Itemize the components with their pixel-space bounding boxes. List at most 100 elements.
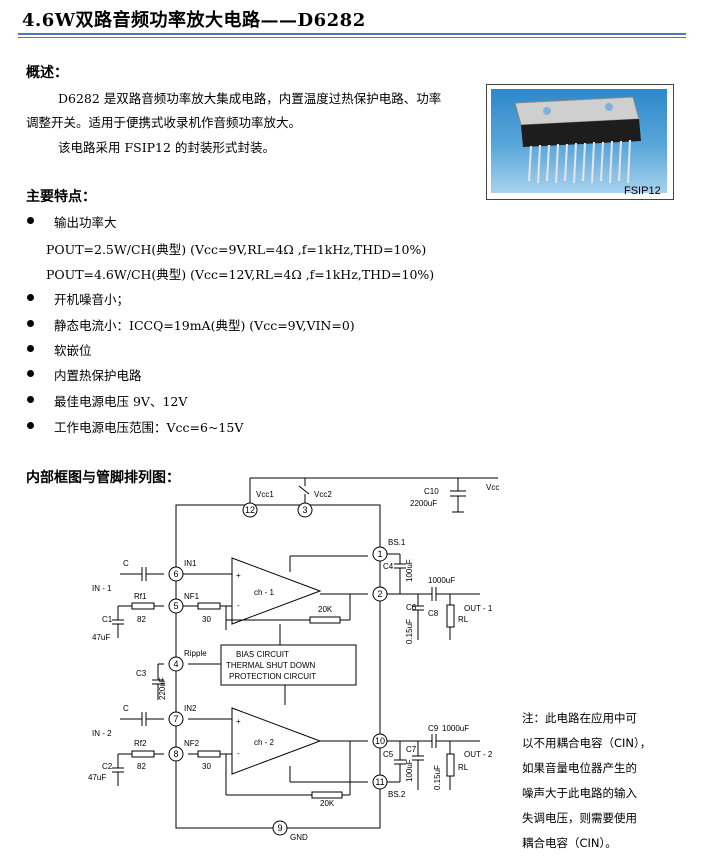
- label-ripple: Ripple: [184, 649, 207, 658]
- label-c-1000: 1000uF: [442, 724, 469, 733]
- label-cin: C: [123, 704, 129, 713]
- label-thermal: THERMAL SHUT DOWN: [226, 661, 316, 670]
- label-plus: +: [236, 717, 241, 726]
- label-c1-value: 47uF: [92, 633, 110, 642]
- title-divider: [18, 33, 686, 35]
- package-photo: [486, 84, 674, 200]
- label-r30: 30: [202, 762, 211, 771]
- label-c1: C1: [102, 615, 113, 624]
- pin-12: 12: [245, 505, 255, 515]
- feature-item: 输出功率大: [54, 215, 117, 230]
- feature-item-text: POUT=2.5W/CH(典型) (Vcc=9V,RL=4Ω ,f=1kHz,T…: [46, 242, 427, 257]
- label-c10: C10: [424, 487, 439, 496]
- bullet: [27, 217, 34, 224]
- label-bs2: BS.2: [388, 790, 406, 799]
- feature-item: POUT=2.5W/CH(典型) (Vcc=9V,RL=4Ω ,f=1kHz,T…: [46, 239, 426, 258]
- pin-9: 9: [277, 823, 282, 833]
- label-r82: 82: [137, 615, 146, 624]
- bullet: [27, 422, 34, 429]
- label-in2: IN2: [184, 704, 197, 713]
- label-rl: RL: [458, 763, 469, 772]
- label-nf1: NF1: [184, 592, 200, 601]
- label-c-1000: 1000uF: [428, 576, 455, 585]
- feature-item: 最佳电源电压 9V、12V: [54, 394, 188, 409]
- pin-8: 8: [173, 749, 178, 759]
- feature-item: 开机噪音小；: [54, 292, 130, 307]
- label-c5: C5: [383, 750, 394, 759]
- label-in2-external: IN - 2: [92, 729, 112, 738]
- pin-3: 3: [302, 505, 307, 515]
- package-label: FSIP12: [624, 185, 661, 197]
- label-c6-value: 0.15uF: [405, 619, 414, 644]
- label-r20k: 20K: [320, 799, 335, 808]
- label-out1: OUT - 1: [464, 604, 493, 613]
- feature-item: 工作电源电压范围：Vcc=6~15V: [54, 420, 244, 435]
- label-bias: BIAS CIRCUIT: [236, 650, 289, 659]
- pin-1: 1: [377, 549, 382, 559]
- label-r20k: 20K: [318, 605, 333, 614]
- label-vcc: Vcc: [486, 483, 499, 492]
- label-ch1: ch - 1: [254, 588, 275, 597]
- label-out2: OUT - 2: [464, 750, 493, 759]
- label-gnd: GND: [290, 833, 308, 842]
- label-in1-external: IN - 1: [92, 584, 112, 593]
- feature-item-text: POUT=4.6W/CH(典型) (Vcc=12V,RL=4Ω ,f=1kHz,…: [46, 267, 435, 282]
- title-divider-thin: [18, 37, 686, 38]
- label-c3-value: 220uF: [158, 677, 167, 700]
- label-ch2: ch - 2: [254, 738, 275, 747]
- label-c6: C6: [406, 603, 417, 612]
- pin-6: 6: [173, 569, 178, 579]
- label-rf2: Rf2: [134, 739, 147, 748]
- pin-2: 2: [377, 589, 382, 599]
- pin-11: 11: [375, 777, 384, 787]
- note-line: 注：此电路在应用中可: [522, 711, 637, 725]
- label-nf2: NF2: [184, 739, 200, 748]
- label-c4: C4: [383, 562, 394, 571]
- label-vcc2: Vcc2: [314, 490, 332, 499]
- label-c5-value: 100uF: [405, 759, 414, 782]
- label-minus: -: [237, 749, 240, 758]
- feature-item: 静态电流小：ICCQ=19mA(典型) (Vcc=9V,VIN=0): [54, 318, 355, 333]
- note-line: 以不用耦合电容（CIN），: [522, 736, 652, 750]
- overview-line-2: 调整开关。适用于便携式收录机作音频功率放大。: [26, 115, 302, 130]
- label-c7-value: 0.15uF: [433, 765, 442, 790]
- bullet: [27, 294, 34, 301]
- note-line: 耦合电容（CIN）。: [522, 836, 617, 850]
- diagram-heading: 内部框图与管脚排列图：: [26, 470, 180, 486]
- note-line: 如果音量电位器产生的: [522, 761, 637, 775]
- label-cin: C: [123, 559, 129, 568]
- feature-item: 软嵌位: [54, 343, 92, 358]
- label-protection: PROTECTION CIRCUIT: [229, 672, 316, 681]
- feature-item: 内置热保护电路: [54, 368, 142, 383]
- bullet: [27, 396, 34, 403]
- note-line: 失调电压，则需要使用: [522, 811, 637, 825]
- label-plus: +: [236, 571, 241, 580]
- label-c7: C7: [406, 745, 417, 754]
- label-in1: IN1: [184, 559, 197, 568]
- bullet: [27, 370, 34, 377]
- label-c9: C9: [428, 724, 439, 733]
- label-rf1: Rf1: [134, 592, 147, 601]
- label-r82: 82: [137, 762, 146, 771]
- label-bs1: BS.1: [388, 538, 406, 547]
- label-c2-value: 47uF: [88, 773, 106, 782]
- pin-7: 7: [173, 714, 178, 724]
- overview-heading: 概述：: [26, 65, 68, 81]
- pin-4: 4: [173, 659, 178, 669]
- label-c4-value: 100uF: [405, 559, 414, 582]
- label-vcc1: Vcc1: [256, 490, 274, 499]
- bullet: [27, 320, 34, 327]
- page-title: 4.6W双路音频功率放大电路——D6282: [22, 10, 366, 31]
- bullet: [27, 345, 34, 352]
- label-rl: RL: [458, 615, 469, 624]
- label-c2: C2: [102, 762, 113, 771]
- label-c10-value: 2200uF: [410, 499, 437, 508]
- features-heading: 主要特点：: [26, 189, 96, 205]
- pin-10: 10: [375, 736, 385, 746]
- overview-line-3: 该电路采用 FSIP12 的封装形式封装。: [58, 140, 275, 155]
- label-c8: C8: [428, 609, 439, 618]
- overview-line-1: D6282 是双路音频功率放大集成电路，内置温度过热保护电路、功率: [58, 91, 442, 106]
- note-line: 噪声大于此电路的输入: [522, 786, 637, 800]
- feature-item: POUT=4.6W/CH(典型) (Vcc=12V,RL=4Ω ,f=1kHz,…: [46, 264, 434, 283]
